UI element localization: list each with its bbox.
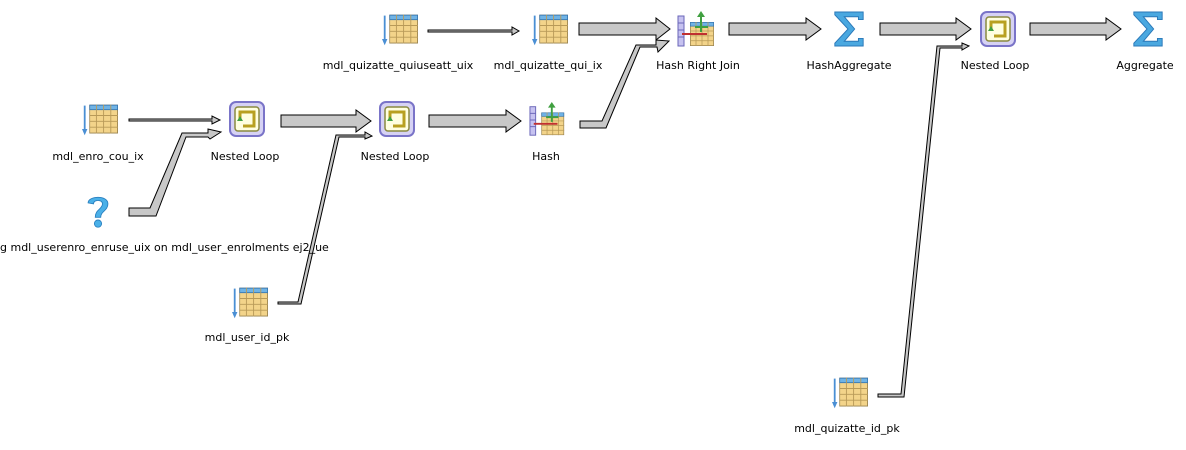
node-label: mdl_quizatte_id_pk <box>794 422 900 435</box>
edge-userpk-to-nested2 <box>277 131 374 305</box>
sigma-icon <box>834 11 864 47</box>
node-label: Nested Loop <box>961 59 1030 72</box>
node-quizatte-id-pk[interactable]: mdl_quizatte_id_pk <box>794 378 900 435</box>
node-label: Aggregate <box>1116 59 1174 72</box>
edge-qui-to-hashjoin <box>578 16 671 42</box>
node-label: mdl_enro_cou_ix <box>52 150 144 163</box>
node-label: Nested Loop <box>361 150 430 163</box>
node-enro-cou-ix[interactable]: mdl_enro_cou_ix <box>52 105 144 163</box>
node-label: Hash <box>532 150 560 163</box>
sigma-icon <box>1133 11 1163 47</box>
edge-quiuseatt-to-qui <box>427 26 521 36</box>
hash-join-icon <box>678 11 714 46</box>
node-user-id-pk[interactable]: mdl_user_id_pk <box>205 288 290 344</box>
nested-loop-icon <box>229 101 265 137</box>
node-aggregate[interactable]: Aggregate <box>1116 11 1174 72</box>
edge-hashjoin-to-hashagg <box>728 17 822 41</box>
hash-icon <box>530 102 564 135</box>
node-nested-loop-2[interactable]: Nested Loop <box>361 101 430 163</box>
node-nested-loop-3[interactable]: Nested Loop <box>961 11 1030 72</box>
edge-nested3-to-aggregate <box>1029 17 1122 41</box>
node-label: Nested Loop <box>211 150 280 163</box>
node-nested-loop-1[interactable]: Nested Loop <box>211 101 280 163</box>
node-label: HashAggregate <box>806 59 891 72</box>
node-qui[interactable]: mdl_quizatte_qui_ix <box>494 15 603 72</box>
index-scan-icon <box>532 15 568 46</box>
index-scan-icon <box>82 105 118 136</box>
node-hash-right-join[interactable]: Hash Right Join <box>656 11 740 72</box>
index-scan-icon <box>382 15 418 46</box>
node-label: mdl_quizatte_quiuseatt_uix <box>323 59 474 72</box>
index-scan-icon <box>232 288 268 319</box>
edges <box>128 16 1122 398</box>
node-label: Hash Right Join <box>656 59 740 72</box>
node-unknown-scan[interactable]: g mdl_userenro_enruse_uix on mdl_user_en… <box>0 196 329 254</box>
node-hashaggregate[interactable]: HashAggregate <box>806 11 892 72</box>
nested-loop-icon <box>980 11 1016 47</box>
node-quiuseatt[interactable]: mdl_quizatte_quiuseatt_uix <box>323 15 474 72</box>
question-icon <box>87 196 109 228</box>
node-label: mdl_quizatte_qui_ix <box>494 59 603 72</box>
edge-hash-to-hashjoin <box>579 39 671 129</box>
edge-nested2-to-hash <box>428 109 522 133</box>
node-label: mdl_user_id_pk <box>205 331 290 344</box>
edge-nested1-to-nested2 <box>280 109 372 133</box>
edge-hashagg-to-nested3 <box>879 17 972 41</box>
index-scan-icon <box>832 378 868 409</box>
nested-loop-icon <box>379 101 415 137</box>
edge-enro-to-nested1 <box>128 115 222 125</box>
edge-quizpk-to-nested3 <box>877 42 971 398</box>
edge-unknown-to-nested1 <box>128 128 223 217</box>
node-label: g mdl_userenro_enruse_uix on mdl_user_en… <box>0 241 329 254</box>
node-hash[interactable]: Hash <box>530 102 564 163</box>
